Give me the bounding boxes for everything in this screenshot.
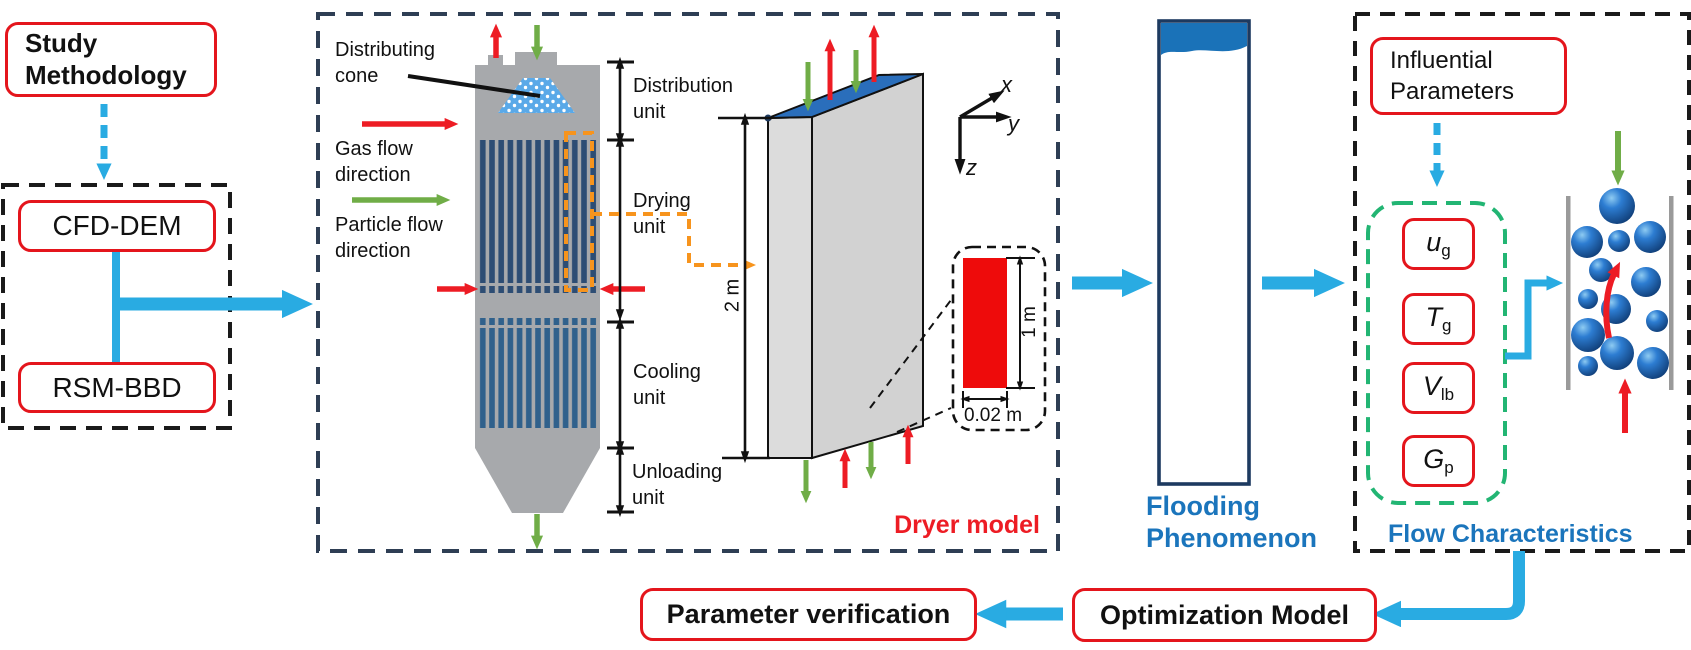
axis-y-label: y [1008, 111, 1019, 136]
param-tg-label: Tg [1425, 302, 1452, 335]
cfd-dem-label: CFD-DEM [52, 210, 182, 241]
slab-height-label: 2 m [721, 278, 744, 313]
influential-parameters-box: Influential Parameters [1370, 37, 1567, 115]
cell-height-label: 1 m [1019, 306, 1040, 338]
drying-unit-label: Drying unit [633, 190, 691, 238]
dryer-model-box [316, 12, 1060, 553]
slab-side-face [811, 72, 924, 460]
flooding-phenomenon-label: Flooding Phenomenon [1146, 491, 1318, 554]
influential-parameters-label: Influential Parameters [1390, 46, 1515, 105]
params-to-channel-connector [1505, 275, 1564, 360]
slab-height-dimension [718, 112, 772, 464]
cell-thickness-label: 0.02 m [963, 405, 1023, 426]
cooling-tube-stubs [478, 318, 597, 325]
dryer-top-inlet [515, 52, 557, 67]
unloading-unit-label: Unloading unit [632, 461, 723, 509]
flooding-column [1157, 19, 1251, 486]
drying-tube-stubs [478, 286, 597, 293]
param-gp-box: Gp [1402, 435, 1475, 487]
dryer-unloading-funnel [475, 448, 600, 513]
particle-spheres [1571, 188, 1669, 379]
cell-dimensions [960, 255, 1035, 408]
study-methodology-box: Study Methodology [5, 22, 217, 97]
flooding-liquid [1161, 23, 1247, 55]
param-ug-label: ug [1426, 227, 1451, 260]
param-gp-label: Gp [1423, 444, 1454, 477]
axis-z-label: z [966, 155, 977, 180]
cell-slice [963, 258, 1007, 388]
slab-front-face [767, 115, 813, 459]
dryer-model-label: Dryer model [894, 511, 1040, 539]
cfd-dem-box: CFD-DEM [18, 200, 216, 252]
distribution-unit-label: Distribution unit [633, 75, 734, 123]
gas-flow-label: Gas flow direction [335, 138, 413, 186]
cooling-tubes [478, 328, 597, 428]
parameter-verification-box: Parameter verification [640, 588, 977, 641]
dryer-top-vent [488, 55, 503, 67]
param-ug-box: ug [1402, 218, 1475, 270]
cone-pointer-line [407, 74, 541, 98]
distributing-cone-label: Distributing cone [335, 39, 436, 87]
channel-gas-up-arrow [1603, 261, 1621, 339]
param-tg-box: Tg [1402, 293, 1475, 345]
channel-right-wall [1669, 196, 1674, 390]
unit-dimension-bracket [607, 56, 634, 518]
optimization-model-box: Optimization Model [1072, 588, 1377, 642]
param-vlb-box: Vlb [1402, 362, 1475, 414]
axis-x-label: x [1001, 72, 1012, 97]
inset-link-line [896, 407, 952, 433]
particle-flow-label: Particle flow direction [335, 214, 443, 262]
flow-characteristics-label: Flow Characteristics [1388, 520, 1633, 548]
parameter-verification-label: Parameter verification [666, 599, 951, 629]
detail-region-outline [564, 131, 594, 292]
rsm-bbd-box: RSM-BBD [18, 362, 216, 413]
coordinate-axes [954, 90, 1012, 175]
optimization-model-label: Optimization Model [1100, 599, 1349, 630]
detail-link-arrow [592, 212, 756, 270]
param-vlb-label: Vlb [1422, 371, 1455, 404]
rsm-bbd-label: RSM-BBD [52, 371, 182, 403]
channel-left-wall [1566, 196, 1571, 390]
cooling-unit-label: Cooling unit [633, 361, 701, 409]
inset-link-line [869, 299, 952, 409]
drying-tubes [478, 140, 597, 283]
to-optimization-connector [1372, 551, 1525, 628]
study-methodology-label: Study Methodology [25, 28, 187, 90]
